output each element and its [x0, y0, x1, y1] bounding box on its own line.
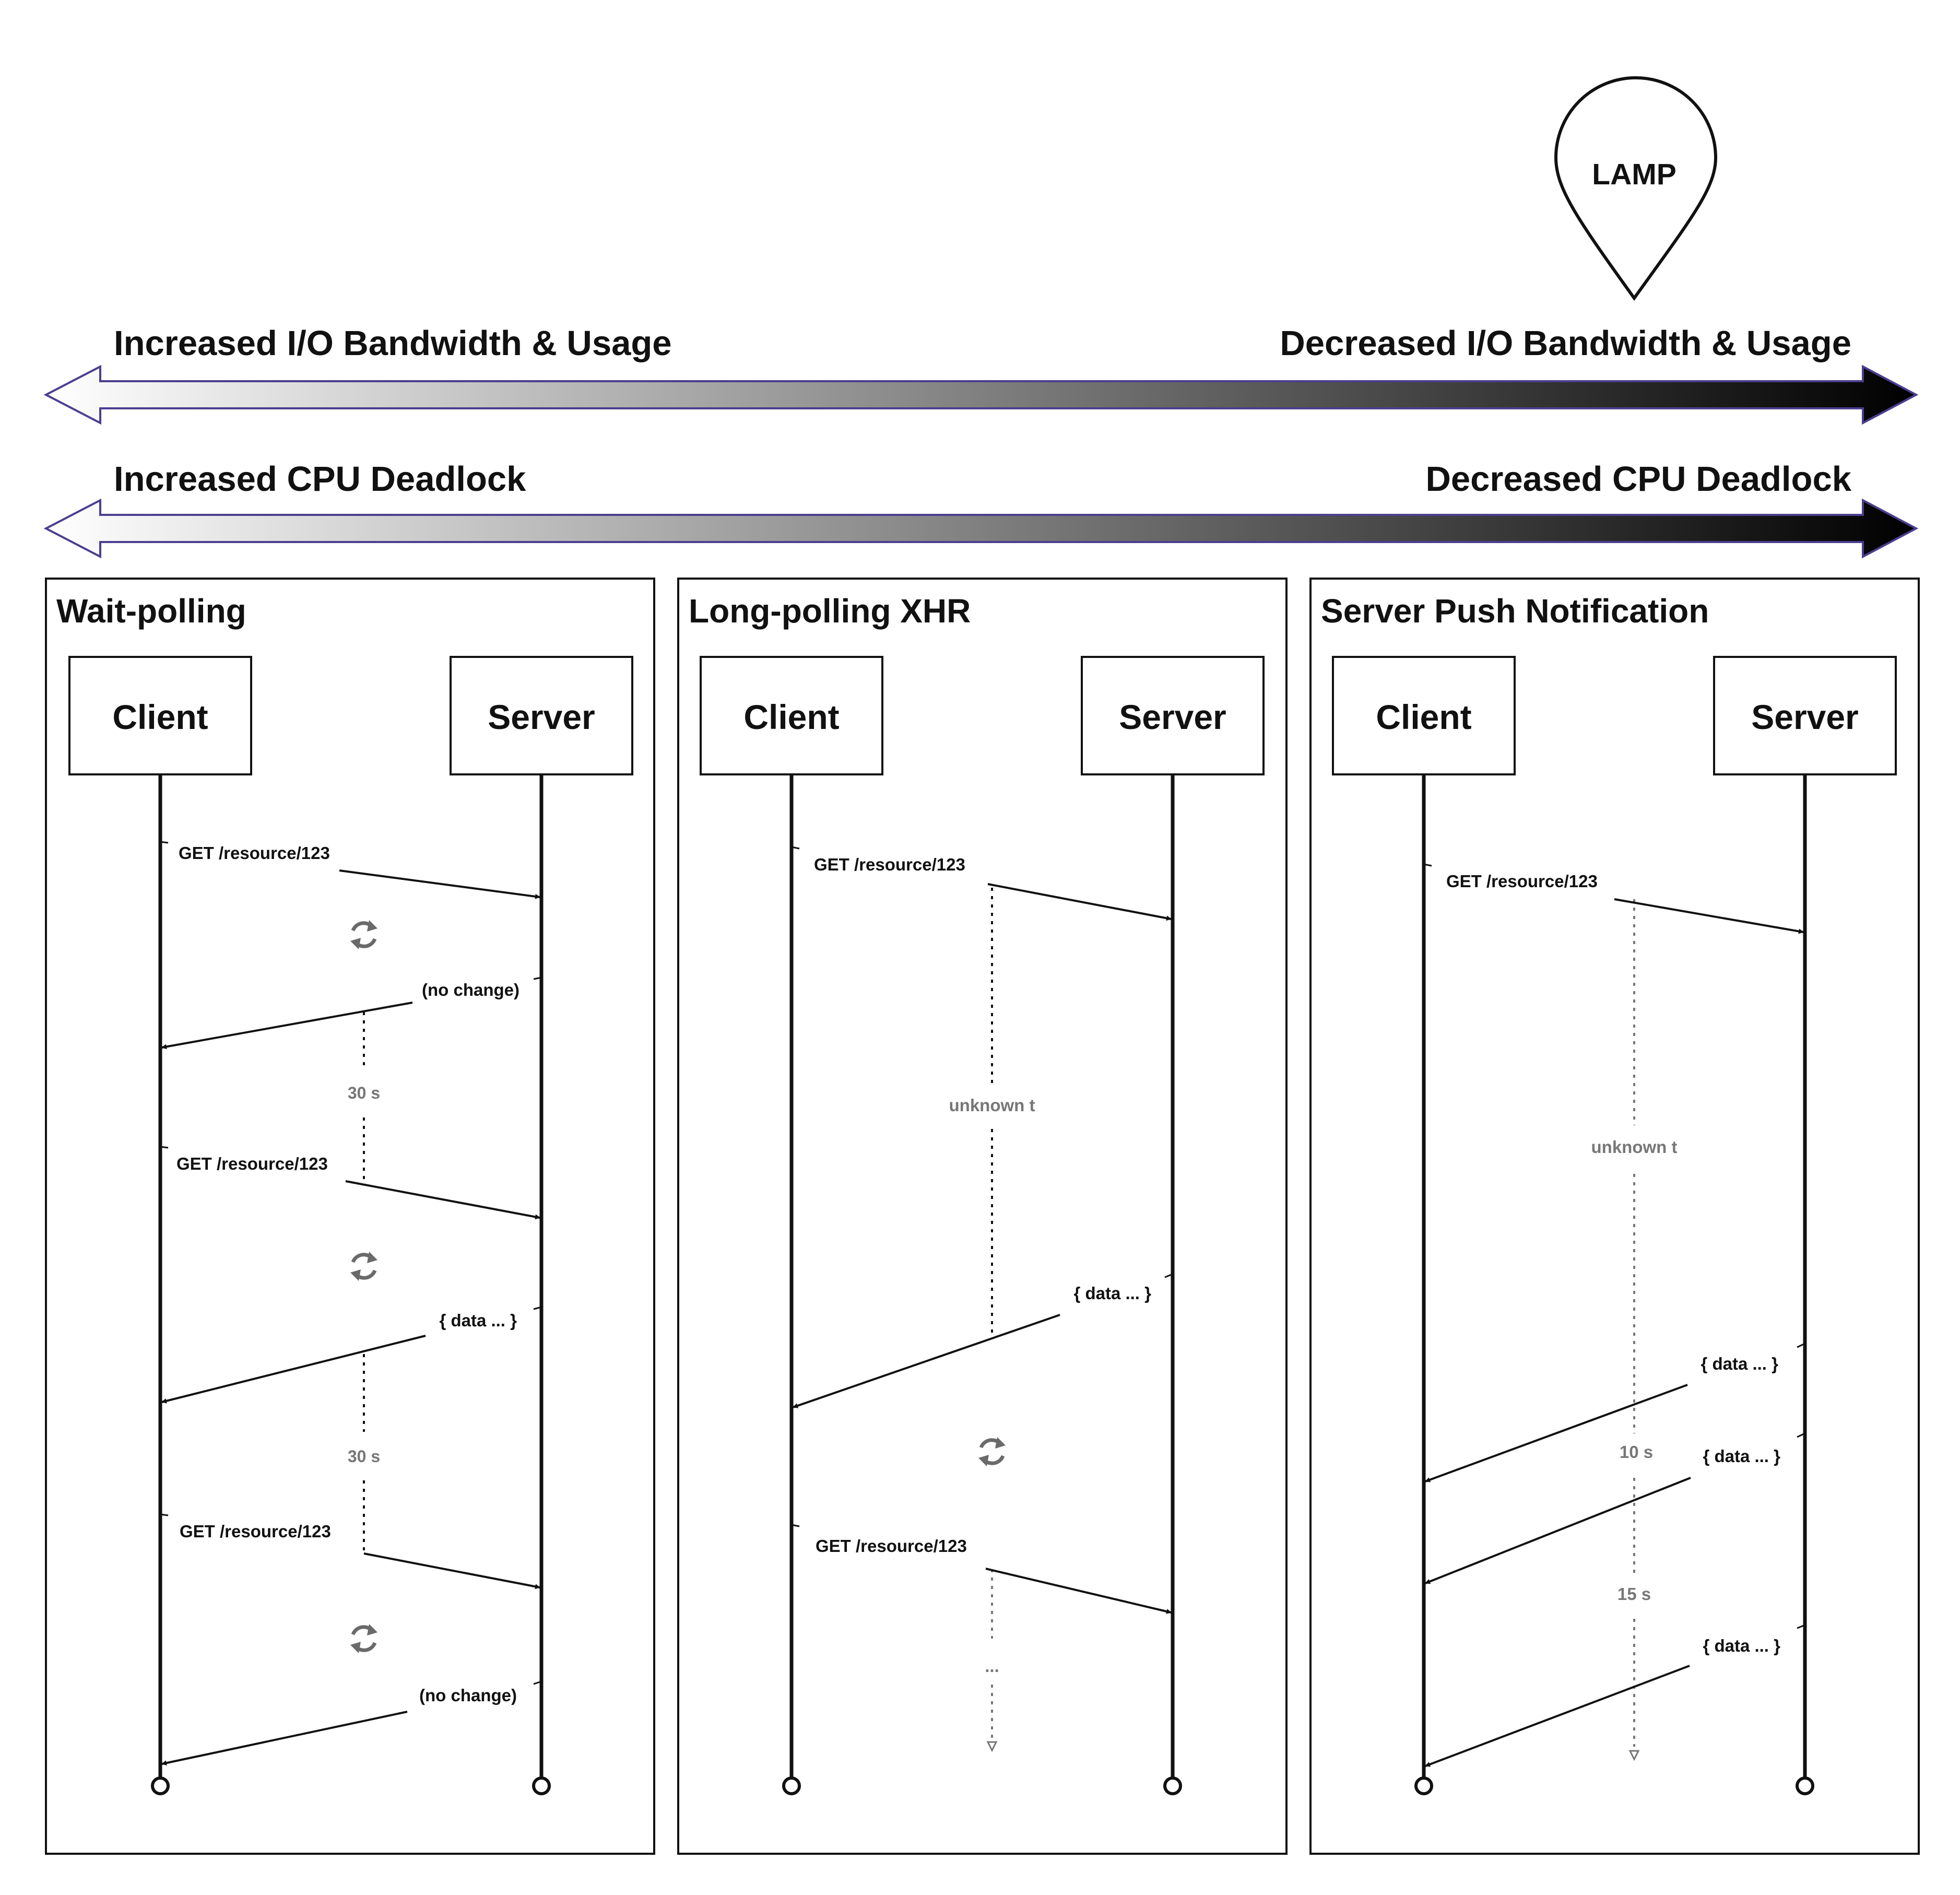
panel-long-polling: Long-polling XHR Client Server unknown t…: [677, 578, 1288, 1855]
message-tick: [533, 1306, 542, 1310]
client-label: Client: [743, 698, 839, 736]
message-label: GET /resource/123: [816, 1536, 967, 1556]
interval-label: unknown t: [949, 1096, 1035, 1115]
message-tick: [1423, 863, 1432, 867]
interval-label: 15 s: [1617, 1584, 1651, 1604]
message-arrow: [985, 1568, 1172, 1614]
interval-label: 30 s: [348, 1447, 380, 1466]
client-lifeline-end: [1414, 1776, 1433, 1795]
server-box: [1713, 656, 1897, 775]
message-tick: [1797, 1432, 1805, 1438]
message-tick: [160, 1146, 169, 1149]
message-label: { data ... }: [1703, 1636, 1780, 1655]
cpu-scale-right-label: Decreased CPU Deadlock: [1425, 460, 1851, 499]
refresh-icon: [350, 1252, 377, 1281]
message-arrow: [363, 1552, 540, 1590]
client-label: Client: [1376, 698, 1471, 736]
message-tick: [160, 841, 169, 844]
message-arrow: [1425, 1665, 1690, 1767]
message-tick: [1797, 1624, 1805, 1629]
server-lifeline-end: [532, 1776, 551, 1795]
panel-title: Server Push Notification: [1321, 592, 1709, 630]
message-label: { data ... }: [439, 1311, 517, 1330]
server-label: Server: [1119, 698, 1226, 736]
refresh-icon: [978, 1437, 1006, 1466]
panel-server-push: Server Push Notification Client Server u…: [1309, 578, 1920, 1855]
message-label: GET /resource/123: [179, 843, 330, 863]
lamp-pin-label: LAMP: [1592, 158, 1676, 191]
message-tick: [1164, 1273, 1173, 1278]
io-scale-right-label: Decreased I/O Bandwidth & Usage: [1280, 324, 1851, 363]
message-arrow: [793, 1314, 1060, 1408]
message-tick: [160, 1513, 169, 1516]
client-lifeline-end: [151, 1776, 170, 1795]
message-label: GET /resource/123: [176, 1154, 328, 1173]
message-tick: [533, 1680, 542, 1685]
message-label: { data ... }: [1703, 1446, 1780, 1466]
message-tick: [791, 846, 800, 850]
message-tick: [1797, 1343, 1805, 1348]
lamp-pin-shape: [1554, 76, 1718, 301]
message-arrow: [987, 883, 1172, 921]
message-arrow: [161, 1002, 413, 1050]
message-tick: [533, 976, 542, 980]
panel-title: Long-polling XHR: [689, 592, 971, 630]
message-label: (no change): [419, 1686, 517, 1705]
io-scale-left-label: Increased I/O Bandwidth & Usage: [114, 324, 672, 363]
client-box: [68, 656, 252, 775]
server-lifeline-end: [1163, 1776, 1182, 1795]
message-arrow: [1614, 898, 1804, 934]
panel-frame: [677, 578, 1288, 1855]
panel-title: Wait-polling: [56, 592, 246, 630]
cpu-scale-arrow: [43, 498, 1919, 559]
message-label: GET /resource/123: [1446, 872, 1598, 891]
server-box: [1081, 656, 1265, 775]
server-label: Server: [488, 698, 595, 736]
io-scale-arrow: [43, 364, 1919, 425]
client-label: Client: [112, 698, 208, 736]
server-lifeline-end: [1796, 1776, 1814, 1795]
message-label: GET /resource/123: [814, 855, 965, 874]
message-tick: [791, 1524, 800, 1527]
client-box: [1332, 656, 1516, 775]
server-box: [450, 656, 633, 775]
client-lifeline-end: [782, 1776, 801, 1795]
cpu-scale-left-label: Increased CPU Deadlock: [114, 460, 526, 499]
interval-label: unknown t: [1591, 1137, 1678, 1157]
continuation-arrowhead: [987, 1741, 997, 1751]
message-arrow: [161, 1335, 426, 1404]
refresh-icon: [350, 920, 377, 949]
server-label: Server: [1751, 698, 1859, 736]
message-arrow: [345, 1180, 540, 1220]
interval-label: ...: [985, 1656, 999, 1676]
interval-label: 10 s: [1620, 1442, 1653, 1462]
panel-wait-polling: Wait-polling Client Server 30 s 30 s GET…: [45, 578, 655, 1855]
message-arrow: [339, 869, 540, 899]
message-label: { data ... }: [1701, 1354, 1778, 1373]
panel-frame: [1309, 578, 1920, 1855]
message-arrow: [1425, 1477, 1691, 1584]
panel-frame: [45, 578, 655, 1855]
interval-label: 30 s: [348, 1084, 380, 1102]
message-arrow: [161, 1711, 408, 1766]
refresh-icon: [350, 1624, 377, 1653]
continuation-arrowhead: [1629, 1750, 1639, 1760]
message-arrow: [1425, 1384, 1688, 1482]
message-label: GET /resource/123: [180, 1522, 331, 1541]
message-label: (no change): [422, 980, 519, 999]
message-label: { data ... }: [1073, 1284, 1151, 1303]
client-box: [700, 656, 883, 775]
